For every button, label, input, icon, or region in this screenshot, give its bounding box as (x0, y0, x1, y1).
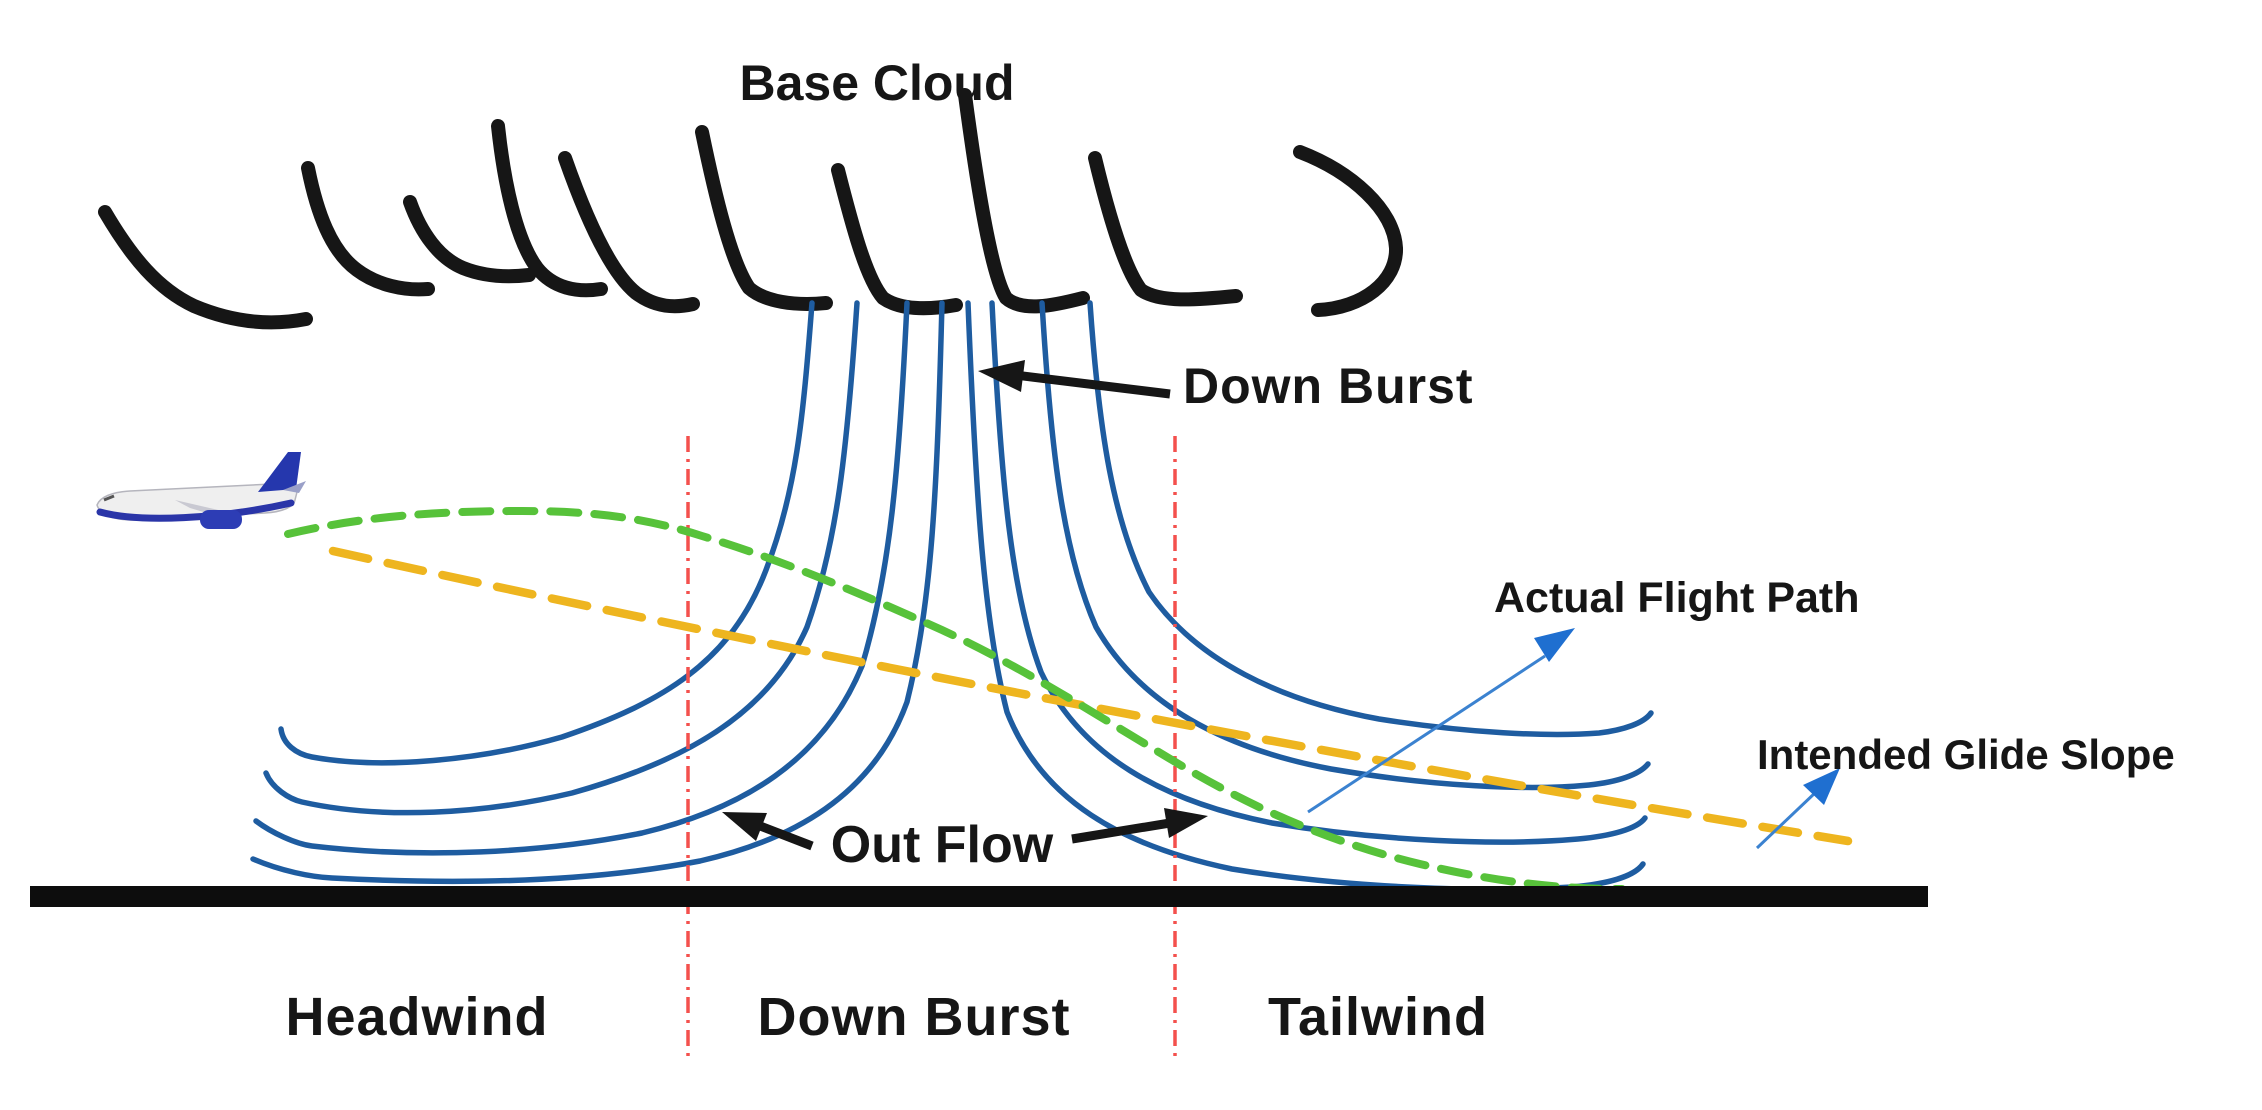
airplane-engine (200, 510, 242, 529)
airplane-icon (96, 452, 306, 529)
down-burst-arrow-icon (978, 360, 1025, 392)
streamline-left-4 (250, 300, 945, 885)
streamline-left-3 (253, 300, 910, 856)
down-burst-annotation: Down Burst (978, 358, 1474, 414)
intended-glide-slope-callout-arrow-icon (1803, 768, 1840, 805)
streamline-right-3 (1039, 300, 1651, 791)
airplane-tailplane (283, 481, 306, 493)
headwind-zone-label: Headwind (285, 987, 548, 1047)
streamline-right-4 (1087, 300, 1654, 738)
actual-flight-path-callout-line (1307, 654, 1546, 814)
ground-line (30, 886, 1928, 907)
actual-flight-path-callout-arrow-icon (1534, 628, 1575, 662)
out-flow-left-arrow-icon (722, 812, 767, 841)
base-cloud-label: Base Cloud (739, 55, 1014, 111)
out-flow-label: Out Flow (831, 816, 1054, 874)
actual-flight-path-label: Actual Flight Path (1494, 574, 1860, 622)
tailwind-zone-label: Tailwind (1268, 987, 1488, 1047)
streamline-right-2 (989, 300, 1648, 845)
actual-flight-path-line (284, 506, 1626, 893)
cumulonimbus-cloud-icon (98, 88, 1404, 330)
out-flow-annotation: Out Flow (722, 808, 1208, 874)
down-burst-arrow-shaft (1014, 370, 1171, 399)
intended-glide-slope-callout: Intended Glide Slope (1755, 731, 2175, 850)
intended-glide-slope-line (328, 546, 1853, 846)
intended-glide-slope-label: Intended Glide Slope (1757, 731, 2175, 778)
down-burst-zone-label: Down Burst (758, 987, 1071, 1047)
downburst-streamlines (250, 300, 1654, 892)
actual-flight-path-callout: Actual Flight Path (1307, 574, 1860, 814)
airplane-cockpit (103, 494, 115, 502)
out-flow-right-arrow-shaft (1071, 818, 1171, 844)
down-burst-top-label: Down Burst (1183, 358, 1474, 414)
intended-glide-slope-callout-line (1755, 790, 1818, 850)
streamline-left-2 (263, 300, 860, 816)
out-flow-left-arrow-shaft (753, 819, 814, 851)
airplane-belly-stripe (96, 499, 295, 522)
streamline-left-1 (278, 300, 815, 766)
out-flow-right-arrow-icon (1164, 808, 1208, 838)
airplane-tail-fin (258, 452, 301, 492)
